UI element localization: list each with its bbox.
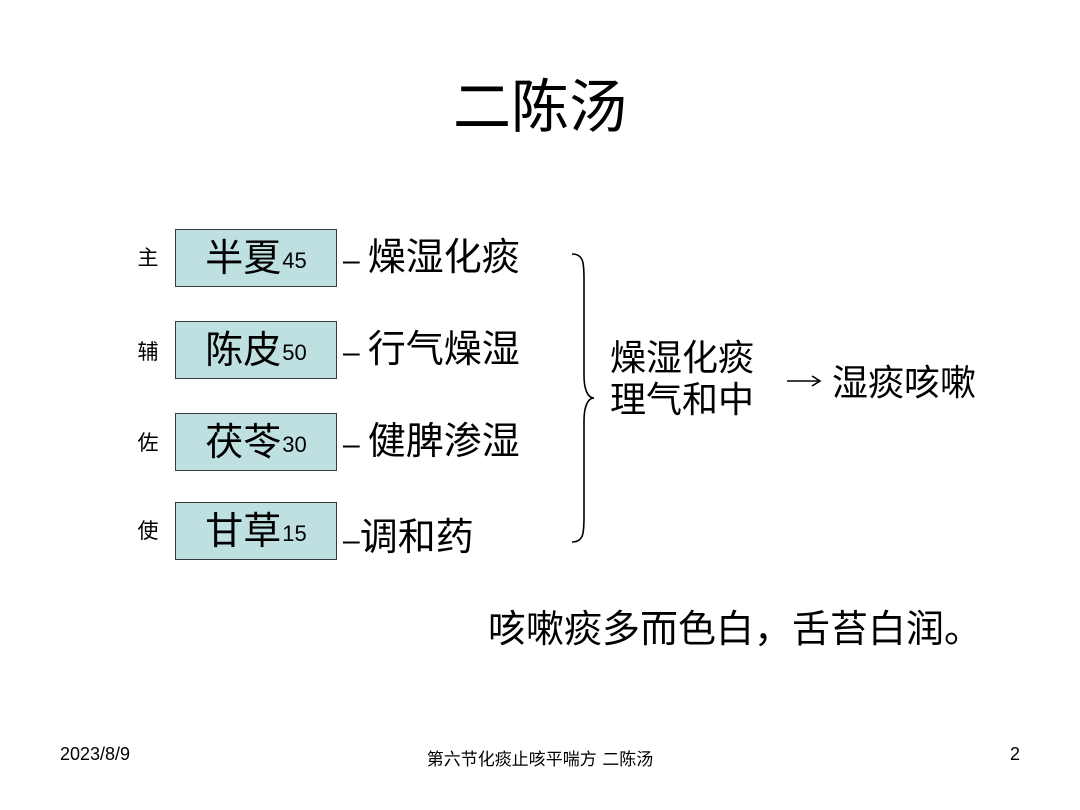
herb-box-4: 甘草 15 xyxy=(175,502,337,560)
herb-name-2: 陈皮 xyxy=(205,328,282,372)
indication-result: 湿痰咳嗽 xyxy=(832,363,977,404)
herb-name-1: 半夏 xyxy=(205,236,282,280)
herb-name-4: 甘草 xyxy=(205,509,282,553)
slide-title: 二陈汤 xyxy=(452,73,627,141)
role-label-3: 佐 xyxy=(137,431,159,455)
dash-2: – xyxy=(343,336,360,369)
footer-date: 2023/8/9 xyxy=(60,744,131,764)
function-summary: 燥湿化痰 理气和中 xyxy=(610,338,754,422)
herb-effect-text-3: 健脾渗湿 xyxy=(367,419,520,463)
herb-effect-3: –健脾渗湿 xyxy=(343,416,520,470)
herb-dose-1: 45 xyxy=(282,248,307,273)
herb-name-3: 茯苓 xyxy=(205,420,282,464)
herb-dose-3: 30 xyxy=(282,432,307,457)
role-label-1: 主 xyxy=(137,246,159,270)
herb-effect-text-1: 燥湿化痰 xyxy=(367,235,520,279)
herb-effect-2: –行气燥湿 xyxy=(343,324,520,378)
dash-4: – xyxy=(343,524,360,557)
herb-effect-text-4: 调和药 xyxy=(359,515,474,559)
herb-effect-text-2: 行气燥湿 xyxy=(367,327,520,371)
dash-3: – xyxy=(343,428,360,461)
herb-effect-1: –燥湿化痰 xyxy=(343,232,520,286)
symptom-text: 咳嗽痰多而色白，舌苔白润。 xyxy=(488,607,983,651)
footer-title: 第六节化痰止咳平喘方 二陈汤 xyxy=(426,750,654,770)
summary-line-2: 理气和中 xyxy=(610,380,755,421)
page-number: 2 xyxy=(1009,744,1020,764)
role-label-2: 辅 xyxy=(137,340,159,364)
summary-line-1: 燥湿化痰 xyxy=(610,338,755,379)
dash-1: – xyxy=(343,244,360,277)
herb-box-2: 陈皮 50 xyxy=(175,321,337,379)
herb-effect-4: –调和药 xyxy=(343,512,474,566)
arrow-right-icon xyxy=(787,375,822,387)
herb-dose-2: 50 xyxy=(282,340,307,365)
herb-box-3: 茯苓 30 xyxy=(175,413,337,471)
herb-dose-4: 15 xyxy=(282,521,307,546)
herb-box-1: 半夏 45 xyxy=(175,229,337,287)
role-label-4: 使 xyxy=(137,519,159,543)
curly-brace xyxy=(571,253,595,543)
